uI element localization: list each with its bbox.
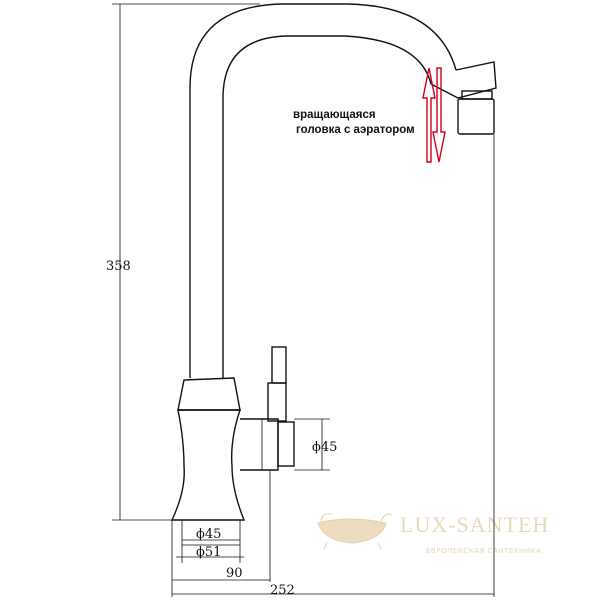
base-outer-diameter-label: ϕ51 xyxy=(196,545,221,560)
handle-diameter-dimension: ϕ45 xyxy=(294,418,337,471)
handle-offset-label: 90 xyxy=(226,566,243,581)
aerator-note-line2: головка с аэратором xyxy=(296,124,415,136)
base-inner-diameter-label: ϕ45 xyxy=(196,527,221,542)
aerator-note-line1: вращающаяся xyxy=(293,109,376,121)
height-label: 358 xyxy=(106,259,131,274)
faucet-outline xyxy=(170,3,497,546)
reach-dimension: 90 252 xyxy=(172,134,495,598)
watermark-brand: LUX-SANTEH xyxy=(400,512,549,537)
arrow-down-icon xyxy=(432,67,446,163)
arrow-up-icon xyxy=(422,67,436,163)
spout-reach-label: 252 xyxy=(270,583,295,598)
height-dimension: 358 xyxy=(106,3,260,521)
base-diameter-dimension: ϕ45 ϕ51 xyxy=(171,520,244,597)
handle-diameter-label: ϕ45 xyxy=(312,440,337,455)
bathtub-icon xyxy=(317,513,393,550)
rotation-arrows xyxy=(422,67,446,163)
watermark-subtitle: ЕВРОПЕЙСКАЯ САНТЕХНИКА xyxy=(426,546,541,555)
watermark-logo: LUX-SANTEH ЕВРОПЕЙСКАЯ САНТЕХНИКА xyxy=(317,512,549,555)
